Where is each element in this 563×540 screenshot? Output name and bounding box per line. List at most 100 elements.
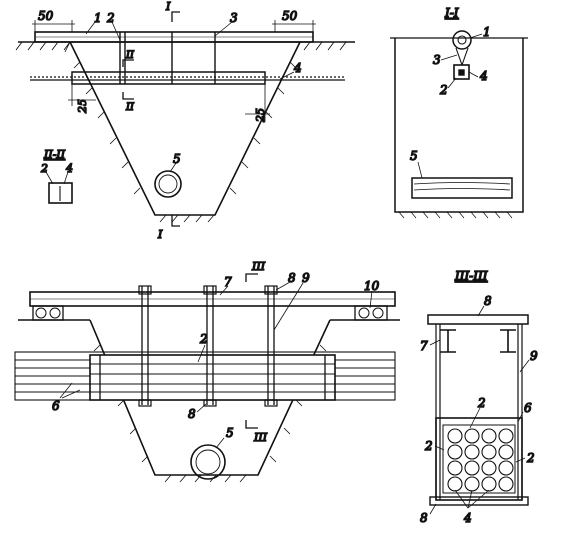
label-section-I-bottom: I bbox=[157, 228, 163, 241]
leader-6a bbox=[59, 382, 73, 399]
label-III-8-top: 8 bbox=[484, 294, 492, 308]
leader-I-5 bbox=[417, 161, 423, 179]
leader-7 bbox=[219, 285, 229, 296]
section-mark-II-bottom bbox=[122, 92, 134, 100]
label-9: 9 bbox=[302, 271, 310, 285]
leader-8-bottom bbox=[196, 403, 207, 413]
section-II-box bbox=[48, 182, 73, 204]
section-mark-I-top bbox=[171, 11, 180, 22]
pipe-bottom-inner bbox=[195, 449, 221, 475]
pipe-cell bbox=[447, 444, 463, 460]
leader-9 bbox=[273, 282, 304, 331]
support-log-r2 bbox=[372, 307, 384, 319]
leader-2-bottom bbox=[197, 344, 206, 363]
leader-III-8-top bbox=[477, 305, 485, 317]
label-III-2-left: 2 bbox=[424, 439, 433, 453]
label-10: 10 bbox=[364, 279, 380, 293]
leader-II-4 bbox=[63, 171, 69, 185]
section-III-bottom-plank bbox=[429, 496, 529, 506]
leader-4 bbox=[279, 71, 295, 80]
label-III-8-bottom: 8 bbox=[420, 511, 428, 525]
title-section-I: I-I bbox=[444, 6, 459, 20]
label-III-2-right: 2 bbox=[526, 451, 535, 465]
label-dim-50-left: 50 bbox=[38, 9, 54, 23]
label-I-5: 5 bbox=[410, 149, 418, 163]
pipe-cell bbox=[481, 460, 497, 476]
label-III-9: 9 bbox=[530, 349, 538, 363]
leader-III-9 bbox=[519, 359, 530, 373]
section-III-ibeam-left bbox=[440, 329, 456, 353]
label-I-1: 1 bbox=[483, 25, 491, 39]
section-III-box-inner bbox=[442, 424, 516, 494]
leader-I-1 bbox=[469, 33, 483, 39]
section-I-plank-core bbox=[458, 69, 465, 76]
clamp-bottom-2 bbox=[203, 399, 217, 407]
leader-III-2-left bbox=[434, 445, 445, 451]
pipe-top bbox=[154, 170, 182, 198]
pipe-cell bbox=[481, 476, 497, 492]
trench-bottom-hatch bbox=[159, 214, 215, 223]
leader-1 bbox=[85, 21, 96, 35]
section-I-pipe-lines bbox=[413, 182, 511, 191]
pipe-top-inner bbox=[158, 174, 178, 194]
title-section-II: II-II bbox=[43, 148, 66, 161]
view-bottom-trench bbox=[14, 273, 400, 483]
label-section-I-top: I bbox=[165, 0, 171, 13]
label-section-II-bottom: II bbox=[125, 102, 135, 113]
label-dim-50-right: 50 bbox=[282, 9, 298, 23]
clamp-top-3 bbox=[264, 285, 278, 295]
pipe-bottom bbox=[190, 444, 226, 480]
clamp-bottom-1 bbox=[138, 399, 152, 407]
label-6: 6 bbox=[52, 399, 60, 413]
section-I-walls bbox=[394, 38, 524, 213]
leader-I-4 bbox=[468, 71, 479, 78]
label-7: 7 bbox=[224, 275, 232, 289]
section-mark-I-bottom bbox=[171, 215, 180, 227]
pipe-cell bbox=[498, 460, 514, 476]
label-II-2: 2 bbox=[40, 162, 48, 175]
leader-8-top bbox=[275, 281, 291, 291]
clamp-bottom-3 bbox=[264, 399, 278, 407]
leader-6b bbox=[61, 389, 81, 399]
leader-III-2-right bbox=[515, 457, 526, 463]
section-I-strap-r bbox=[461, 47, 469, 66]
section-I-bottom-hatch bbox=[398, 211, 513, 219]
leader-5-bottom bbox=[215, 437, 225, 449]
leader-5 bbox=[169, 162, 177, 173]
clamp-top-2 bbox=[203, 285, 217, 295]
pipe-cell bbox=[464, 428, 480, 444]
title-section-III: III-III bbox=[454, 269, 488, 283]
label-5-bottom: 5 bbox=[226, 426, 234, 440]
leader-III-7 bbox=[429, 339, 441, 346]
leader-10 bbox=[369, 290, 373, 309]
leader-2 bbox=[111, 21, 121, 41]
section-III-top-beam bbox=[427, 314, 529, 325]
support-block-right bbox=[354, 305, 388, 321]
label-2-top: 2 bbox=[106, 11, 115, 25]
section-I-beam-circle bbox=[452, 30, 472, 50]
label-III-6: 6 bbox=[524, 401, 532, 415]
label-III-7: 7 bbox=[420, 339, 428, 353]
view-section-III bbox=[427, 305, 530, 515]
pipe-cell bbox=[447, 476, 463, 492]
label-I-3: 3 bbox=[433, 53, 441, 67]
leader-I-2 bbox=[447, 77, 457, 89]
lower-plank bbox=[71, 71, 266, 85]
view-top-trench bbox=[15, 11, 355, 227]
pipe-cell bbox=[498, 476, 514, 492]
pipe-cell bbox=[481, 428, 497, 444]
label-dim-25-right: 25 bbox=[254, 108, 267, 123]
section-III-pipe-grid bbox=[447, 428, 514, 492]
label-2-bottom: 2 bbox=[199, 332, 208, 346]
section-mark-III-top bbox=[245, 273, 258, 282]
leader-III-4c bbox=[467, 489, 490, 509]
label-III-2-top: 2 bbox=[477, 396, 486, 410]
leader-III-2-top bbox=[469, 407, 481, 429]
leader-III-4a bbox=[454, 489, 469, 509]
ground-hatch bbox=[15, 41, 347, 51]
leader-II-2 bbox=[45, 171, 54, 185]
label-8-bottom: 8 bbox=[188, 407, 196, 421]
clamp-top-1 bbox=[138, 285, 152, 295]
section-III-ibeam-right bbox=[500, 329, 516, 353]
